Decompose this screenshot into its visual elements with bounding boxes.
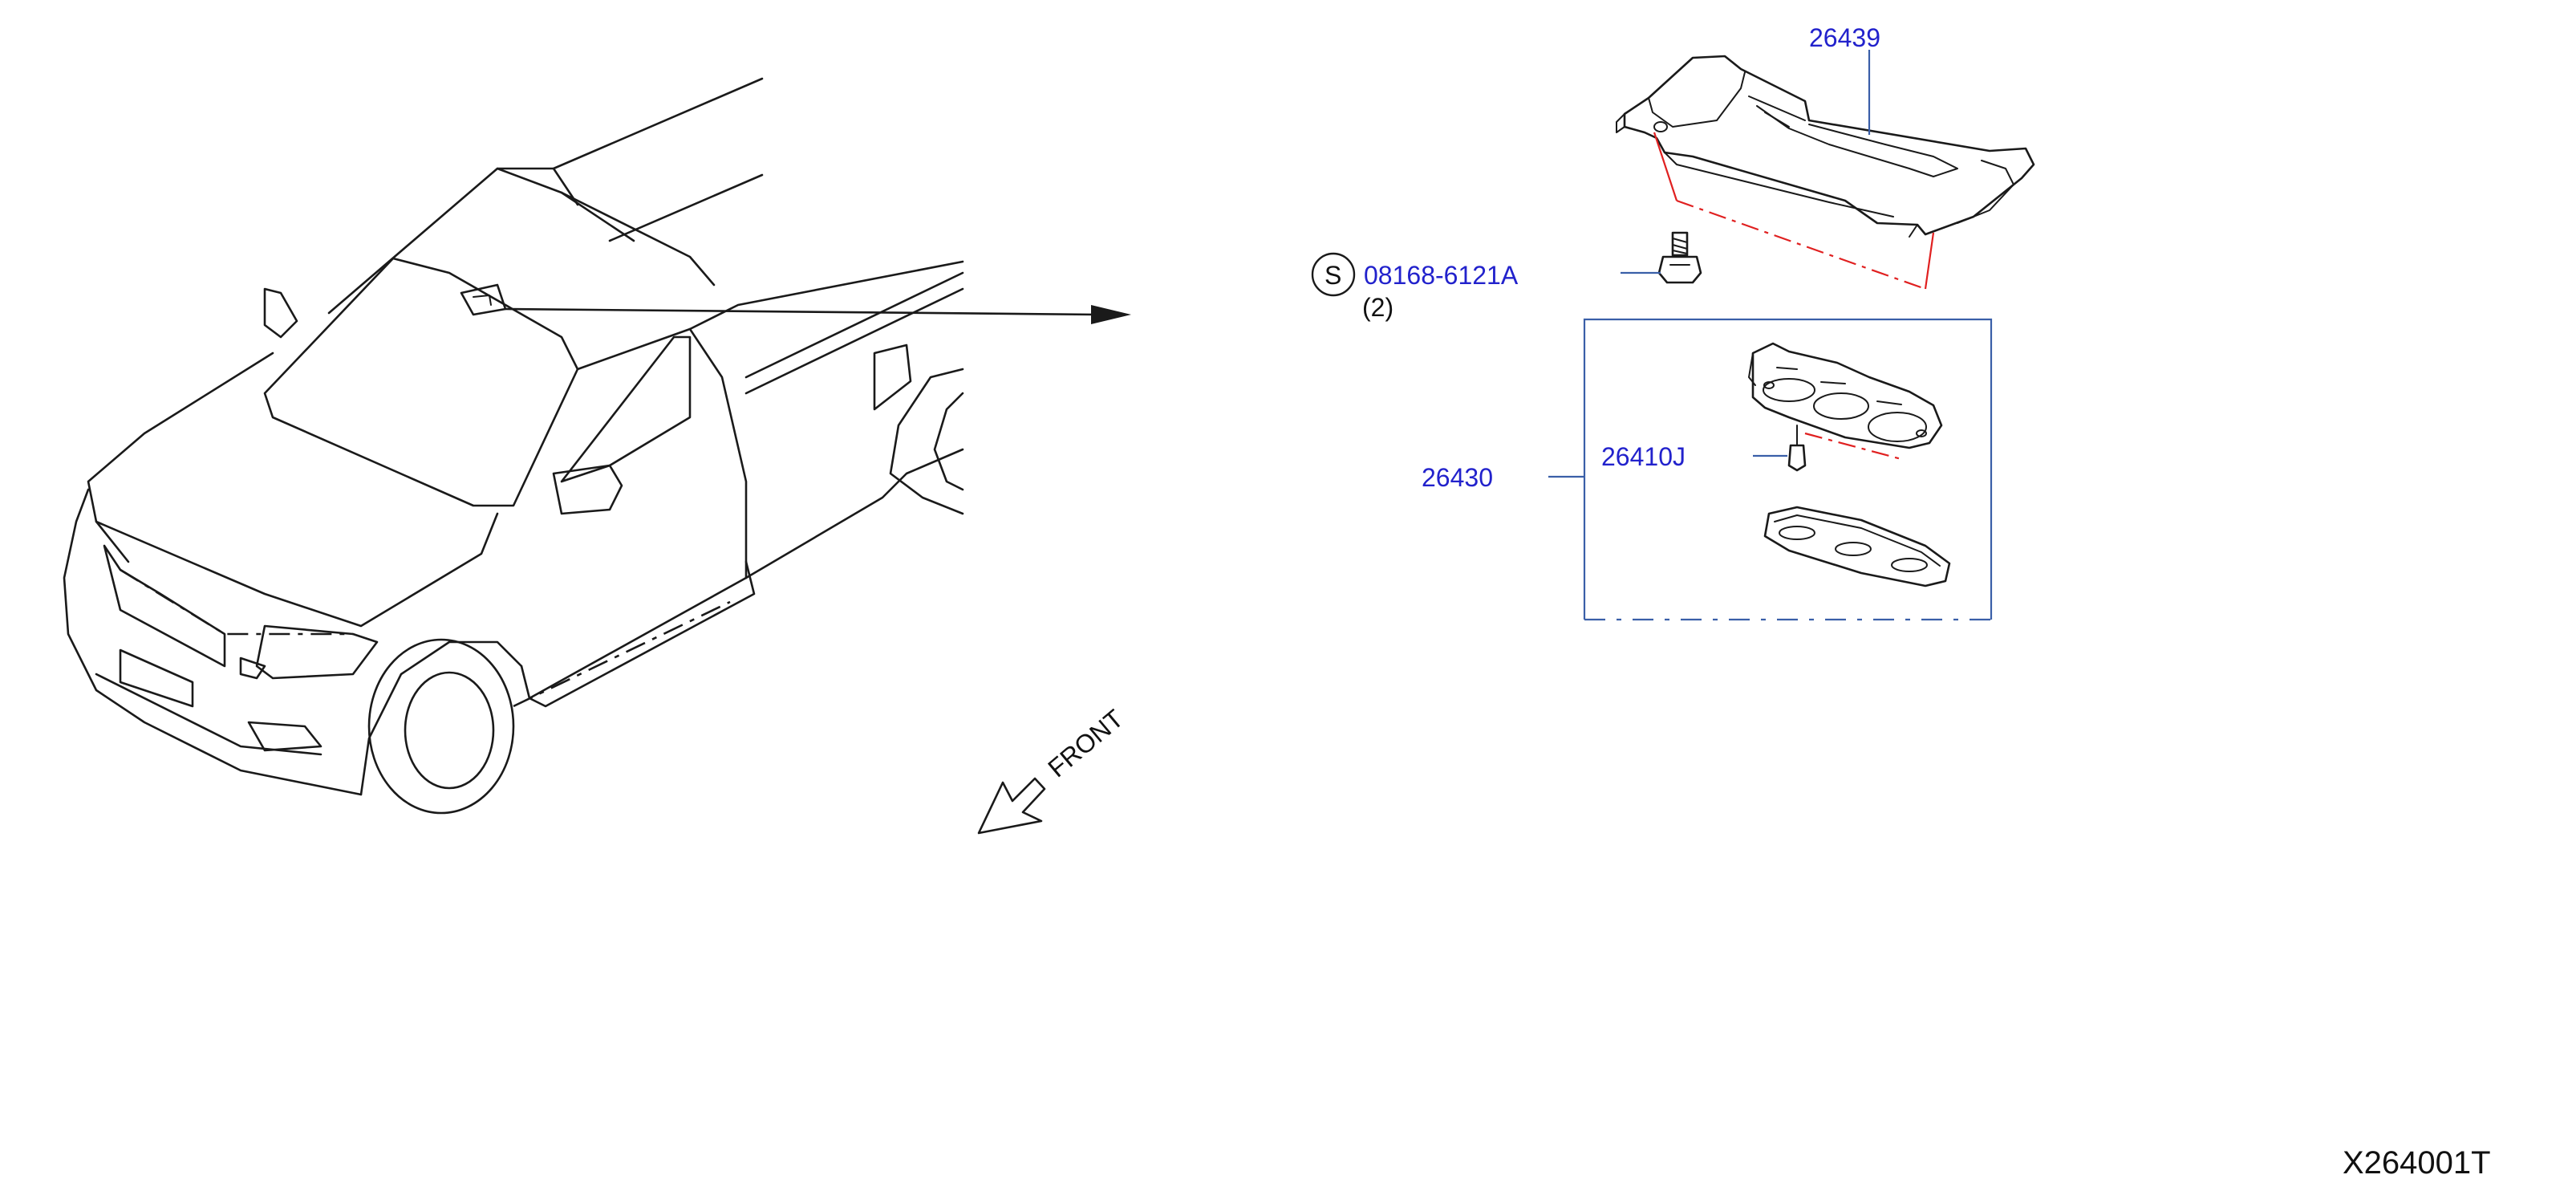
arrow-head <box>1091 305 1131 324</box>
front-direction-indicator: FRONT <box>977 704 1129 835</box>
part-number-bolt: 08168-6121A <box>1364 261 1519 290</box>
roof-lamp-bracket <box>1616 55 2035 238</box>
bolt-illustration <box>1657 231 1702 284</box>
bolt-quantity: (2) <box>1362 293 1393 322</box>
drawing-code: X264001T <box>2343 1145 2491 1181</box>
pickup-truck-illustration <box>63 77 964 815</box>
lamp-housing <box>1748 342 1943 449</box>
standard-part-symbol <box>1311 252 1356 297</box>
bulb-illustration <box>1787 425 1902 472</box>
part-number-26430: 26430 <box>1422 463 1493 492</box>
mounting-alignment-lines <box>1653 132 1935 291</box>
lamp-assembly-group-box <box>1583 318 1993 621</box>
standard-part-letter: S <box>1325 261 1341 290</box>
part-number-26410J: 26410J <box>1601 442 1686 471</box>
front-label: FRONT <box>1042 704 1129 782</box>
lamp-location-callout <box>460 283 1131 324</box>
lamp-lens <box>1763 506 1951 587</box>
part-number-26439: 26439 <box>1809 23 1880 52</box>
